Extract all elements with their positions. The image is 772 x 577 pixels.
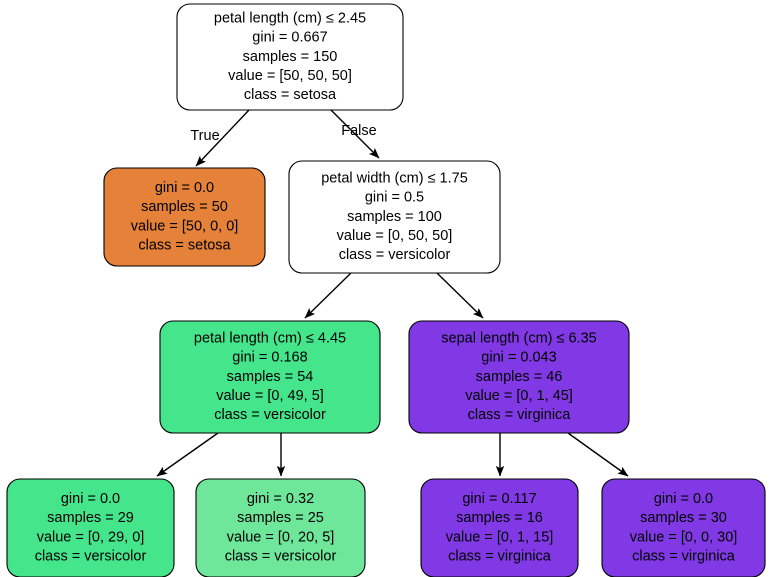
node-n2-line-1: gini = 0.5 [365, 190, 424, 206]
node-n0-line-3: value = [50, 50, 50] [228, 68, 352, 84]
tree-nodes: petal length (cm) ≤ 2.45 gini = 0.667 samp… [6, 3, 766, 577]
node-n1-line-1: samples = 50 [141, 199, 228, 215]
node-n6-line-0: gini = 0.32 [247, 491, 314, 507]
node-n0-line-2: samples = 150 [243, 49, 338, 65]
node-n2-line-3: value = [0, 50, 50] [337, 228, 453, 244]
node-n4-line-1: gini = 0.043 [481, 350, 556, 366]
node-n1-line-0: gini = 0.0 [155, 180, 214, 196]
node-n5-line-2: value = [0, 29, 0] [37, 529, 145, 545]
node-n0-line-1: gini = 0.667 [252, 30, 327, 46]
node-n7-line-0: gini = 0.117 [462, 491, 536, 507]
tree-edge-n2-n3 [304, 272, 352, 319]
node-n3-line-4: class = versicolor [214, 407, 326, 423]
node-box-n4[interactable] [408, 320, 630, 434]
node-n5-line-3: class = versicolor [35, 549, 147, 565]
node-n0-line-4: class = setosa [244, 87, 337, 103]
node-n3-line-3: value = [0, 49, 5] [216, 388, 324, 404]
node-n3-line-1: gini = 0.168 [232, 350, 307, 366]
node-n7-line-2: value = [0, 1, 15] [446, 529, 554, 545]
node-n8-line-2: value = [0, 0, 30] [630, 529, 738, 545]
node-box-n7[interactable] [420, 478, 579, 577]
node-n5-line-0: gini = 0.0 [61, 491, 120, 507]
node-box-n8[interactable] [601, 478, 766, 577]
node-n2-line-0: petal width (cm) ≤ 1.75 [321, 170, 468, 186]
tree-edge-n4-n8 [567, 432, 629, 477]
node-n4-line-0: sepal length (cm) ≤ 6.35 [441, 330, 596, 346]
tree-node-n2[interactable]: petal width (cm) ≤ 1.75 gini = 0.5 samples… [288, 160, 501, 274]
node-n6-line-3: class = versicolor [225, 549, 337, 565]
node-n7-line-1: samples = 16 [456, 510, 543, 526]
tree-edge-n0-n2 [330, 109, 380, 159]
node-n4-line-4: class = virginica [468, 407, 572, 423]
node-n2-line-2: samples = 100 [347, 209, 442, 225]
node-n0-line-0: petal length (cm) ≤ 2.45 [214, 10, 366, 26]
node-box-n2[interactable] [288, 160, 501, 274]
tree-node-n1[interactable]: gini = 0.0 samples = 50 value = [50, 0, 0]… [103, 167, 266, 267]
node-n4-line-3: value = [0, 1, 45] [465, 388, 573, 404]
node-n3-line-2: samples = 54 [227, 369, 314, 385]
node-n2-line-4: class = versicolor [339, 247, 451, 263]
tree-edge-n2-n4 [436, 272, 484, 319]
node-box-n5[interactable] [6, 478, 175, 577]
tree-edge-n0-n1 [195, 109, 250, 167]
node-n7-line-3: class = virginica [448, 549, 552, 565]
node-n8-line-0: gini = 0.0 [654, 491, 713, 507]
node-box-n3[interactable] [159, 320, 381, 434]
node-box-n0[interactable] [176, 3, 404, 111]
node-n6-line-1: samples = 25 [237, 510, 324, 526]
tree-node-n3[interactable]: petal length (cm) ≤ 4.45 gini = 0.168 samp… [159, 320, 381, 434]
node-box-n6[interactable] [195, 478, 366, 577]
tree-edges: True False [156, 109, 629, 477]
tree-node-n4[interactable]: sepal length (cm) ≤ 6.35 gini = 0.043 samp… [408, 320, 630, 434]
node-n5-line-1: samples = 29 [47, 510, 134, 526]
node-n6-line-2: value = [0, 20, 5] [227, 529, 335, 545]
tree-node-n6[interactable]: gini = 0.32 samples = 25 value = [0, 20, 5… [195, 478, 366, 577]
tree-node-n7[interactable]: gini = 0.117 samples = 16 value = [0, 1, 1… [420, 478, 579, 577]
node-n8-line-3: class = virginica [632, 549, 736, 565]
node-n8-line-1: samples = 30 [640, 510, 727, 526]
node-n1-line-3: class = setosa [138, 238, 231, 254]
tree-node-n8[interactable]: gini = 0.0 samples = 30 value = [0, 0, 30]… [601, 478, 766, 577]
node-n3-line-0: petal length (cm) ≤ 4.45 [194, 330, 346, 346]
edge-label-true: True [190, 128, 219, 144]
node-n4-line-2: samples = 46 [476, 369, 563, 385]
node-box-n1[interactable] [103, 167, 266, 267]
edge-label-false: False [341, 123, 376, 139]
tree-edge-n3-n5 [156, 432, 219, 477]
tree-node-n5[interactable]: gini = 0.0 samples = 29 value = [0, 29, 0]… [6, 478, 175, 577]
tree-node-n0[interactable]: petal length (cm) ≤ 2.45 gini = 0.667 samp… [176, 3, 404, 111]
node-n1-line-2: value = [50, 0, 0] [131, 218, 239, 234]
